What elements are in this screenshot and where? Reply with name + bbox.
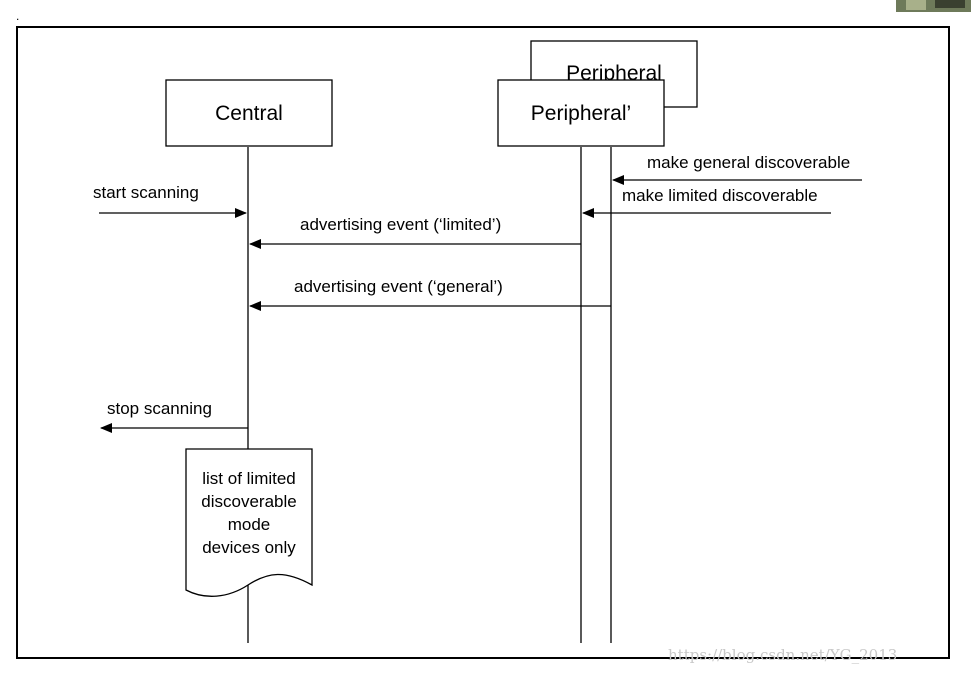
message-start-scanning: start scanning xyxy=(93,183,247,218)
stop-scanning-label: stop scanning xyxy=(107,399,212,418)
corner-thumbnail xyxy=(896,0,971,12)
result-document-note: list of limited discoverable mode device… xyxy=(185,448,313,597)
note-line-4: devices only xyxy=(202,538,296,557)
make-general-label: make general discoverable xyxy=(647,153,850,172)
central-box: Central xyxy=(165,79,333,147)
make-limited-label: make limited discoverable xyxy=(622,186,818,205)
peripheral-front-box: Peripheral’ xyxy=(497,79,665,147)
peripheral-back-label: Peripheral xyxy=(566,62,662,85)
adv-limited-label: advertising event (‘limited’) xyxy=(300,215,501,234)
message-make-limited: make limited discoverable xyxy=(582,186,831,218)
diagram-frame xyxy=(16,26,950,659)
message-make-general: make general discoverable xyxy=(612,153,862,185)
note-line-1: list of limited xyxy=(202,469,296,488)
note-line-3: mode xyxy=(228,515,271,534)
central-label: Central xyxy=(215,102,283,125)
message-stop-scanning: stop scanning xyxy=(100,399,248,433)
top-dot: . xyxy=(16,9,19,23)
peripheral-front-label: Peripheral’ xyxy=(531,102,631,125)
note-line-2: discoverable xyxy=(201,492,296,511)
adv-general-label: advertising event (‘general’) xyxy=(294,277,503,296)
message-adv-general: advertising event (‘general’) xyxy=(249,277,611,311)
watermark-text: https://blog.csdn.net/YG_2013 xyxy=(668,646,897,664)
start-scanning-label: start scanning xyxy=(93,183,199,202)
message-adv-limited: advertising event (‘limited’) xyxy=(249,215,581,249)
